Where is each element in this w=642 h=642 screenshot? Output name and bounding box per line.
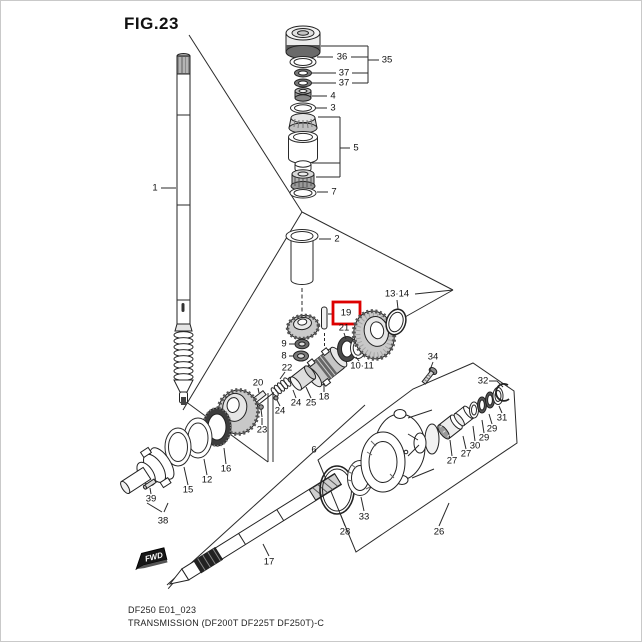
driveshaft-bearing-stack <box>285 25 321 199</box>
footer: DF250 E01_023 TRANSMISSION (DF200T DF225… <box>128 604 324 630</box>
pinion-gear <box>285 313 321 341</box>
part-label-33: 33 <box>358 511 370 523</box>
part-label-32: 32 <box>477 375 489 387</box>
fwd-direction-flag: FWD <box>135 547 168 571</box>
part-label-23: 23 <box>256 424 268 436</box>
part-label-19: 19 <box>340 307 352 319</box>
figure-title: FIG.23 <box>124 14 179 33</box>
part-label-29: 29 <box>478 432 490 444</box>
highlight-box <box>331 300 362 326</box>
pinion-nuts <box>293 338 310 362</box>
part-label-35: 35 <box>381 54 393 66</box>
driveshaft <box>173 53 194 405</box>
part-label-37: 37 <box>338 67 350 79</box>
part-label-24: 24 <box>274 405 286 417</box>
part-label-31: 31 <box>496 412 508 424</box>
part-label-22: 22 <box>281 362 293 374</box>
figure-code: DF250 E01_023 <box>128 605 197 615</box>
driveshaft-sleeve <box>285 229 319 312</box>
part-label-24: 24 <box>290 397 302 409</box>
part-label-4: 4 <box>330 90 336 102</box>
pinion-pin <box>321 306 333 348</box>
part-label-5: 5 <box>353 142 359 154</box>
part-label-2: 2 <box>334 233 340 245</box>
part-label-17: 17 <box>263 556 275 568</box>
part-label-27: 27 <box>446 455 458 467</box>
part-label-34: 34 <box>427 351 439 363</box>
part-label-13·14: 13·14 <box>384 288 410 300</box>
part-label-36: 36 <box>336 51 348 63</box>
part-label-7: 7 <box>331 186 337 198</box>
part-label-12: 12 <box>201 474 213 486</box>
part-label-8: 8 <box>281 350 287 362</box>
forward-gear <box>351 309 397 361</box>
part-label-27: 27 <box>460 448 472 460</box>
bearing-stack <box>437 382 510 440</box>
part-label-37: 37 <box>338 77 350 89</box>
part-label-6: 6 <box>311 444 317 456</box>
part-label-39: 39 <box>145 493 157 505</box>
part-label-10·11: 10·11 <box>350 360 374 372</box>
part-label-20: 20 <box>252 377 264 389</box>
part-label-16: 16 <box>220 463 232 475</box>
part-label-9: 9 <box>281 338 287 350</box>
part-label-30: 30 <box>469 440 481 452</box>
bearing-carrier <box>120 446 175 513</box>
leader-lines <box>149 45 504 557</box>
part-label-38: 38 <box>157 515 169 527</box>
part-label-3: 3 <box>330 102 336 114</box>
propshaft-housing <box>360 409 440 493</box>
group-26-outline <box>317 362 518 553</box>
pivot-bolt <box>421 366 438 385</box>
part-label-18: 18 <box>318 391 330 403</box>
part-label-28: 28 <box>339 526 351 538</box>
part-label-29: 29 <box>486 423 498 435</box>
part-label-15: 15 <box>182 484 194 496</box>
reverse-gear-rings <box>164 407 232 467</box>
fwd-label: FWD <box>144 550 164 563</box>
part-label-21: 21 <box>338 322 350 334</box>
part-label-1: 1 <box>152 182 158 194</box>
forward-gear-seal <box>385 308 407 336</box>
propeller-shaft <box>167 472 343 589</box>
part-label-26: 26 <box>433 526 445 538</box>
part-label-25: 25 <box>305 397 317 409</box>
figure-caption: TRANSMISSION (DF200T DF225T DF250T)-C <box>128 618 325 628</box>
